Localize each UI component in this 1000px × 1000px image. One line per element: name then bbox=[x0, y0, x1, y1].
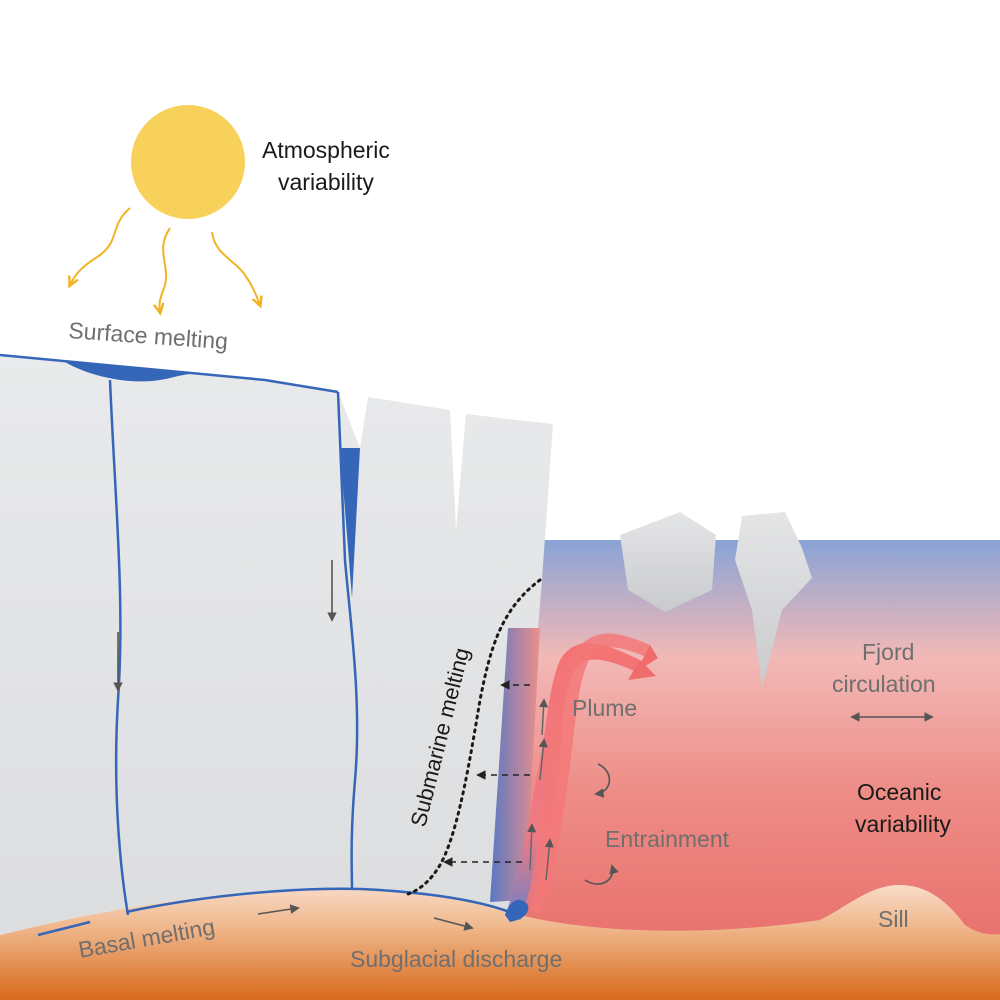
label-subglacial-discharge: Subglacial discharge bbox=[350, 946, 562, 972]
sun-icon bbox=[131, 105, 245, 219]
label-entrainment: Entrainment bbox=[605, 826, 730, 852]
submarine-melting-front bbox=[406, 578, 542, 896]
seabed bbox=[0, 885, 1000, 1000]
ice-flow-arrows bbox=[113, 560, 337, 692]
label-atmospheric-line1: Atmospheric bbox=[262, 137, 390, 163]
label-fjord-line1: Fjord bbox=[862, 639, 914, 665]
entrainment-arrows bbox=[584, 763, 619, 885]
label-sill: Sill bbox=[878, 906, 909, 932]
label-plume: Plume bbox=[572, 695, 637, 721]
meltwater-plume bbox=[505, 633, 658, 922]
iceberg-left bbox=[620, 512, 716, 612]
label-atmospheric-line2: variability bbox=[278, 169, 374, 195]
label-oceanic-line1: Oceanic bbox=[857, 779, 941, 805]
label-oceanic-line2: variability bbox=[855, 811, 951, 837]
glacier-body bbox=[0, 355, 553, 935]
basal-flow-arrows bbox=[257, 904, 474, 931]
iceberg-right bbox=[735, 512, 812, 688]
plume-flow-arrows bbox=[527, 698, 554, 881]
sun-rays bbox=[70, 207, 260, 312]
label-fjord-line2: circulation bbox=[832, 671, 936, 697]
melt-dashed-arrows bbox=[443, 680, 530, 867]
crevasse-meltwater bbox=[340, 448, 360, 598]
label-surface-melting: Surface melting bbox=[68, 317, 229, 354]
